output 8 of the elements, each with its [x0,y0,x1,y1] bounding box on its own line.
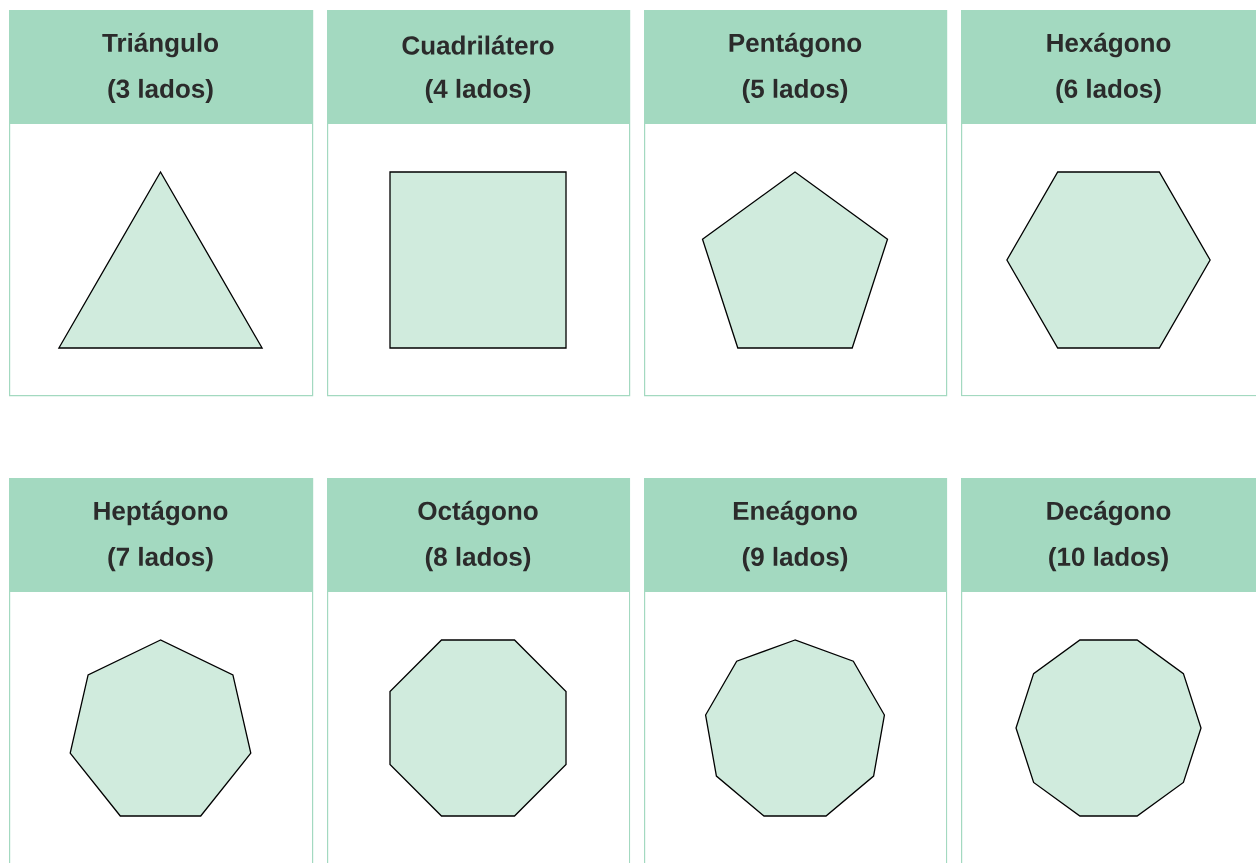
shape-card: Pentágono (5 lados) [644,10,948,397]
shape-card: Octágono (8 lados) [327,478,631,863]
shape-card: Eneágono (9 lados) [644,478,948,863]
shape-card: Hexágono (6 lados) [961,10,1256,397]
shape-card: Triángulo (3 lados) [9,10,314,397]
shape-card: Heptágono (7 lados) [9,478,314,863]
shape-card: Cuadrilátero (4 lados) [327,10,631,397]
shape-card: Decágono (10 lados) [961,478,1256,863]
